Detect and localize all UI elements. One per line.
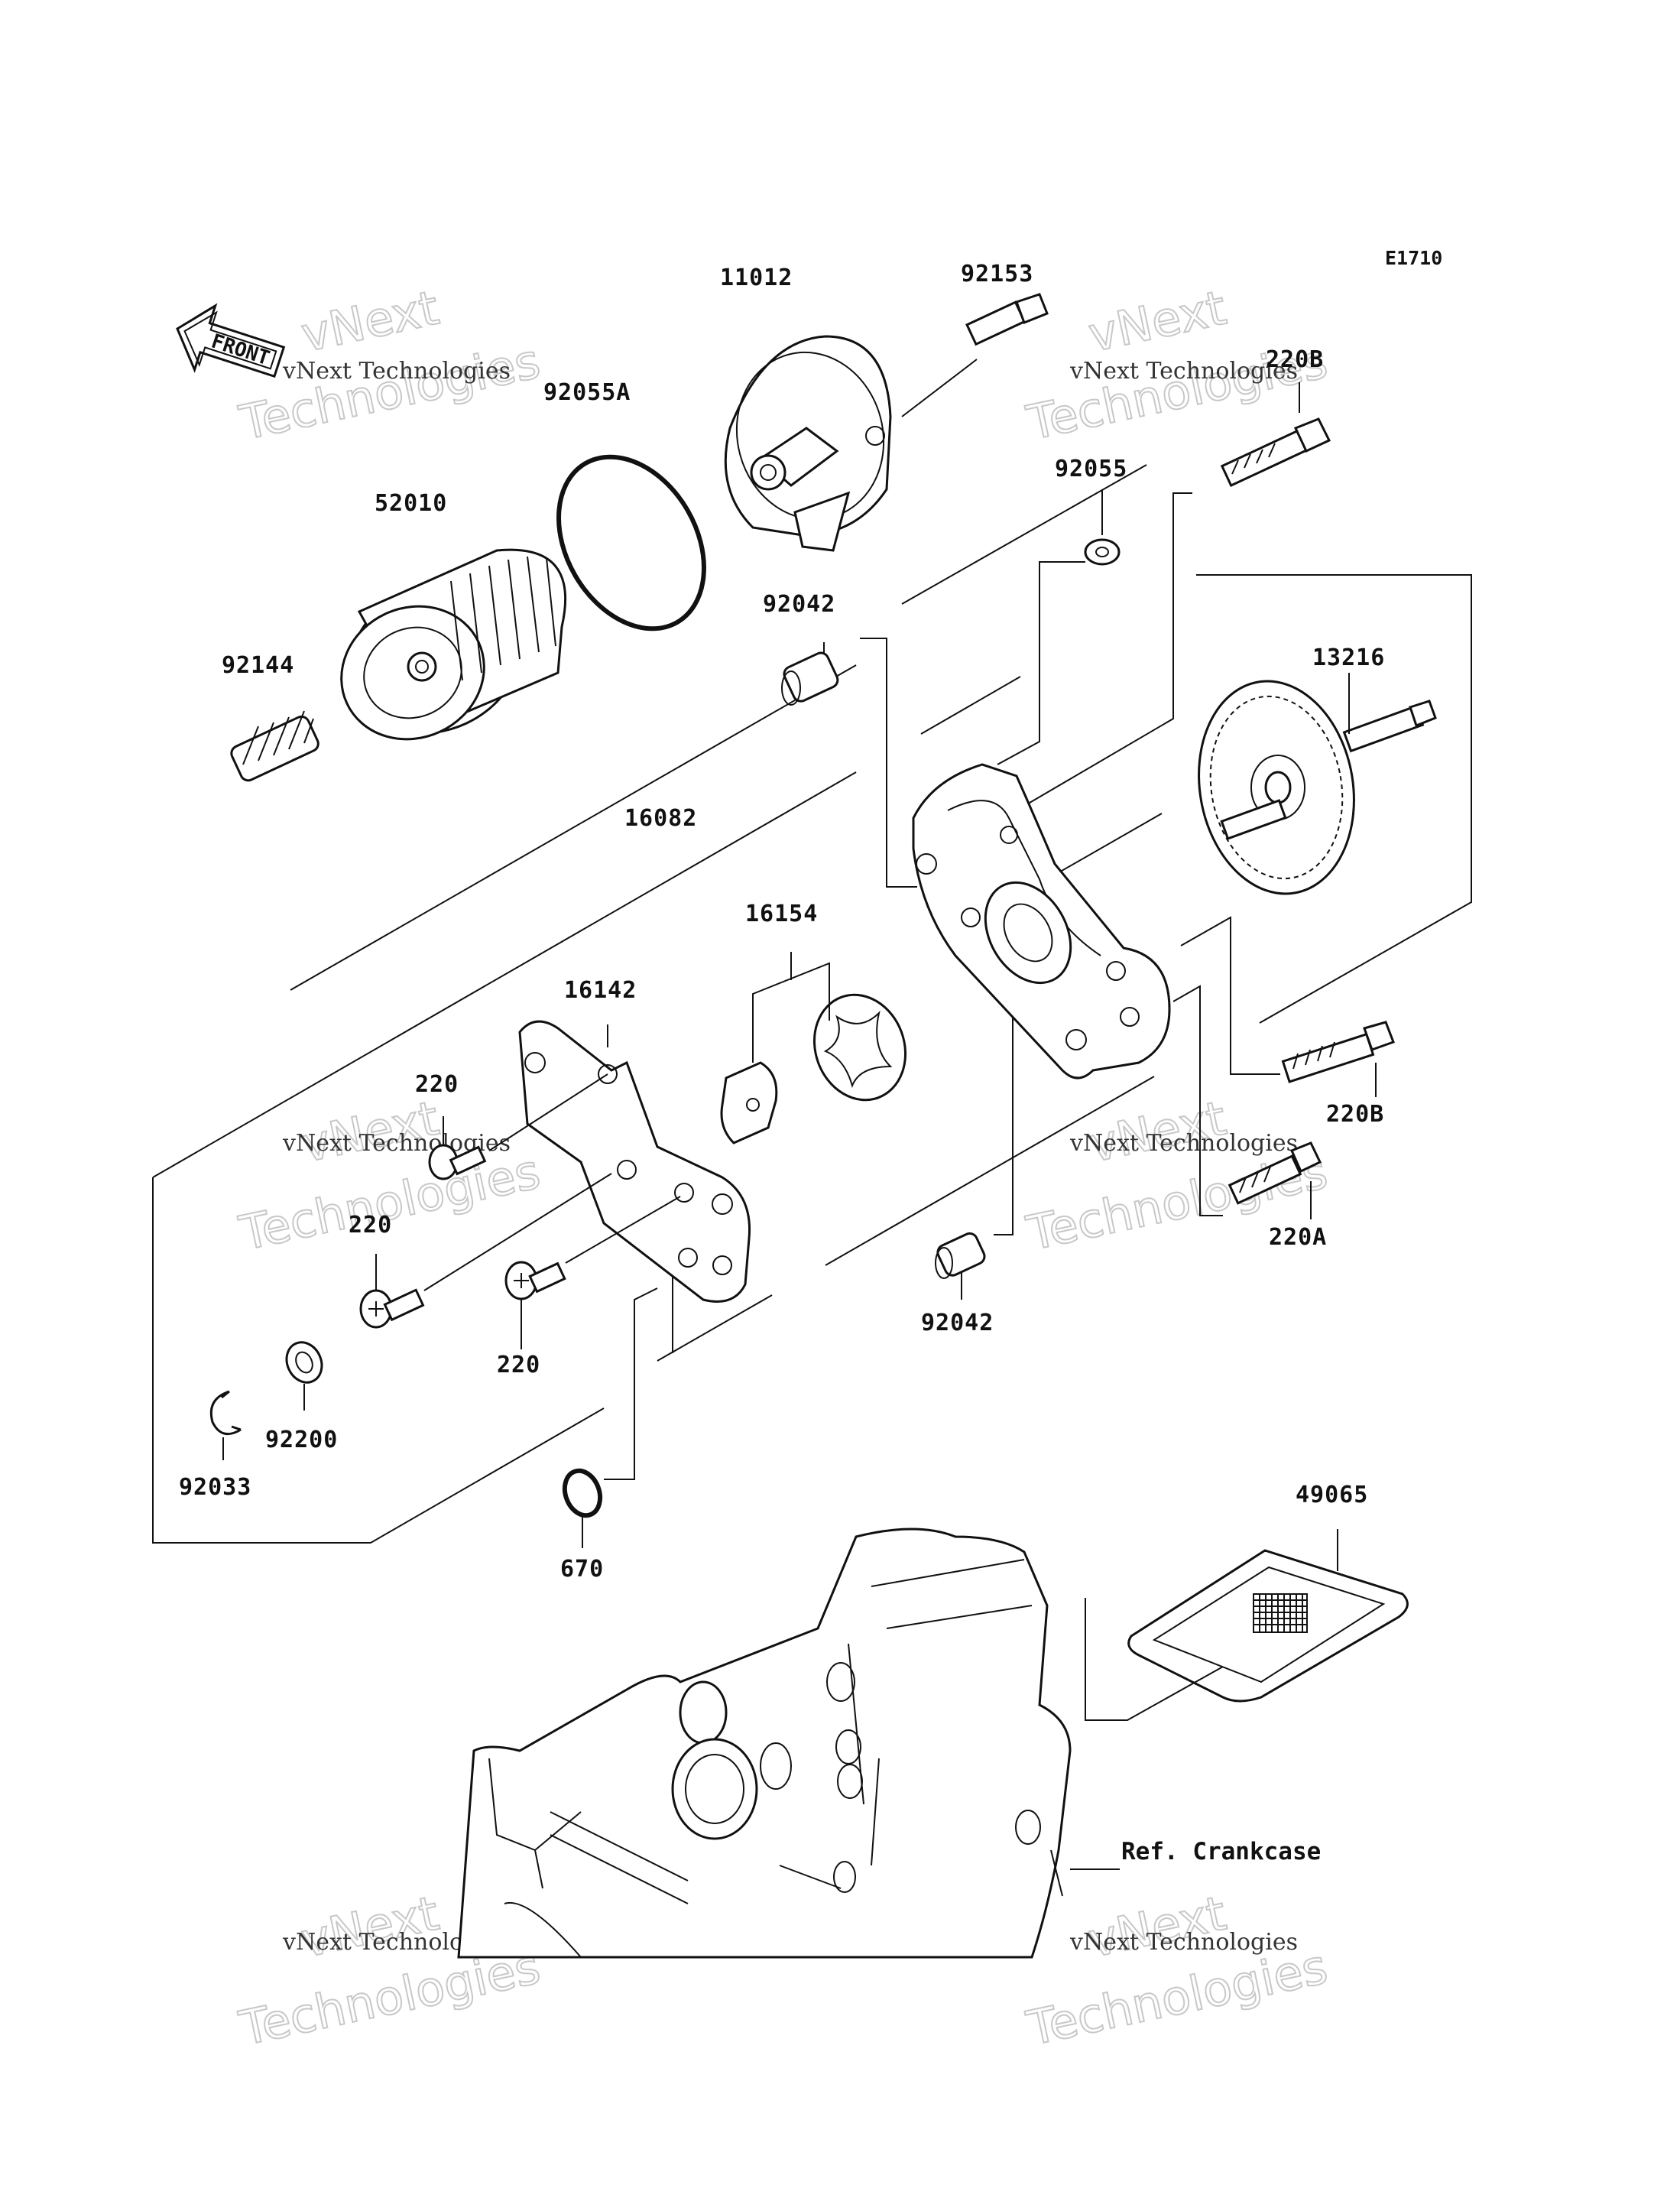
diagram-code: E1710 (1385, 247, 1442, 269)
label-92144: 92144 (222, 652, 294, 679)
label-ref-crankcase: Ref. Crankcase (1121, 1838, 1321, 1865)
screw-220-a (428, 1073, 608, 1180)
label-220A: 220A (1269, 1224, 1327, 1251)
circlip-92033 (209, 1390, 242, 1460)
bolt-220B-top (1016, 382, 1331, 811)
svg-text:vNext: vNext (297, 1885, 443, 1969)
label-670: 670 (560, 1556, 604, 1583)
label-220-b: 220 (349, 1212, 392, 1239)
o-ring-670 (562, 1287, 658, 1548)
svg-text:vNext: vNext (1084, 1885, 1231, 1969)
label-92200: 92200 (265, 1427, 338, 1453)
label-92033: 92033 (179, 1474, 251, 1501)
spring-92144 (230, 710, 319, 782)
screw-220-c (504, 1196, 681, 1349)
label-220-a: 220 (415, 1071, 459, 1098)
pump-body (912, 763, 1171, 1080)
svg-text:vNext Technologies: vNext Technologies (1069, 1929, 1298, 1956)
svg-text:vNext: vNext (297, 280, 443, 363)
screw-220-b (359, 1173, 612, 1329)
svg-text:vNext Technologies: vNext Technologies (1069, 358, 1298, 385)
label-92055A: 92055A (543, 379, 631, 406)
watermark-top-left: vNext Technologies vNext Technologies (234, 279, 546, 452)
filter-cover-11012 (724, 335, 892, 552)
label-16082: 16082 (624, 805, 697, 832)
label-220B-top: 220B (1266, 346, 1324, 373)
oil-filter-52010 (340, 548, 567, 741)
front-arrow-icon: FRONT (176, 303, 286, 378)
label-52010: 52010 (375, 490, 447, 517)
svg-text:Technologies: Technologies (1022, 1938, 1332, 2056)
washer-92055 (997, 489, 1121, 765)
label-16154: 16154 (745, 901, 818, 927)
washer-92200 (285, 1341, 323, 1411)
label-49065: 49065 (1296, 1482, 1368, 1508)
label-220-c: 220 (497, 1352, 540, 1378)
svg-text:vNext Technologies: vNext Technologies (1069, 1130, 1298, 1157)
label-92055: 92055 (1055, 456, 1127, 482)
dowel-pin-92042-bottom (935, 1017, 1014, 1300)
watermark-bottom-right: vNext Technologies vNext Technologies (1021, 1885, 1333, 2057)
gear-shaft-13216 (1198, 673, 1437, 895)
crankcase-reference-drawing (457, 1528, 1120, 1959)
bolt-220B-mid (1180, 916, 1395, 1097)
o-ring-92055A (556, 454, 706, 631)
svg-text:Technologies: Technologies (235, 333, 545, 450)
dowel-pin-92042-top (781, 638, 917, 888)
oil-screen-49065 (1085, 1529, 1409, 1721)
label-92153: 92153 (961, 261, 1033, 287)
label-220B-mid: 220B (1326, 1101, 1384, 1128)
label-92042-top: 92042 (763, 591, 835, 618)
pump-cover-plate-16142 (518, 1020, 751, 1303)
label-13216: 13216 (1312, 644, 1385, 671)
bolt-92153 (901, 293, 1049, 417)
mesh-icon (1253, 1593, 1308, 1633)
svg-text:vNext: vNext (1084, 280, 1231, 363)
svg-text:vNext Technologies: vNext Technologies (282, 358, 511, 385)
stud-220A (1172, 985, 1322, 1219)
label-92042-bottom: 92042 (921, 1310, 994, 1336)
rotor-set-16154 (720, 952, 907, 1144)
assembly-16082-outline (152, 464, 1472, 1544)
label-16142: 16142 (564, 977, 637, 1004)
label-11012: 11012 (720, 265, 793, 291)
